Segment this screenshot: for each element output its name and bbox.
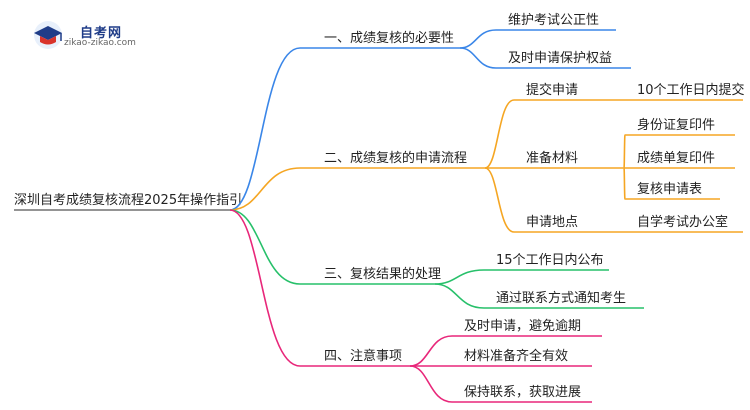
leaf-item: 10个工作日内提交	[637, 82, 745, 98]
leaf-item: 身份证复印件	[637, 117, 715, 133]
branch-connector	[229, 47, 301, 211]
sub-item: 维护考试公正性	[508, 13, 599, 28]
branch-connector	[229, 209, 301, 285]
sub-item: 申请地点	[526, 215, 578, 230]
sub-connector	[409, 335, 453, 367]
sub-connector	[459, 47, 497, 69]
branch-title: 一、成绩复核的必要性	[324, 30, 454, 46]
graduation-cap-icon	[34, 21, 62, 49]
sub-item: 15个工作日内公布	[496, 252, 604, 268]
sub-item: 通过联系方式通知考生	[496, 290, 626, 306]
sub-connector	[434, 283, 485, 309]
leaf-item: 自学考试办公室	[637, 214, 728, 230]
brand-url: zikao-zikao.com	[64, 38, 136, 48]
leaf-item: 复核申请表	[637, 182, 702, 197]
brand-name: 自考网	[80, 26, 123, 41]
branch-title: 二、成绩复核的申请流程	[324, 150, 467, 166]
branch-title: 四、注意事项	[324, 348, 402, 364]
sub-item: 提交申请	[526, 82, 578, 98]
leaf-item: 成绩单复印件	[637, 151, 715, 166]
sub-item: 及时申请，避免逾期	[464, 319, 581, 334]
sub-connector	[459, 29, 497, 49]
branch-connector	[229, 209, 301, 367]
brand-logo	[28, 18, 148, 52]
leaf-connector	[623, 134, 626, 169]
sub-item: 及时申请保护权益	[508, 50, 612, 66]
sub-item: 准备材料	[526, 150, 578, 166]
branch-title: 三、复核结果的处理	[324, 266, 441, 282]
root-label: 深圳自考成绩复核流程2025年操作指引	[14, 192, 242, 208]
sub-connector	[484, 167, 515, 233]
sub-connector	[409, 365, 453, 403]
branch-connector	[229, 167, 301, 211]
sub-connector	[484, 99, 515, 169]
sub-connector	[434, 269, 485, 285]
sub-item: 材料准备齐全有效	[464, 348, 568, 364]
sub-item: 保持联系，获取进展	[464, 385, 581, 400]
leaf-connector	[623, 167, 626, 200]
